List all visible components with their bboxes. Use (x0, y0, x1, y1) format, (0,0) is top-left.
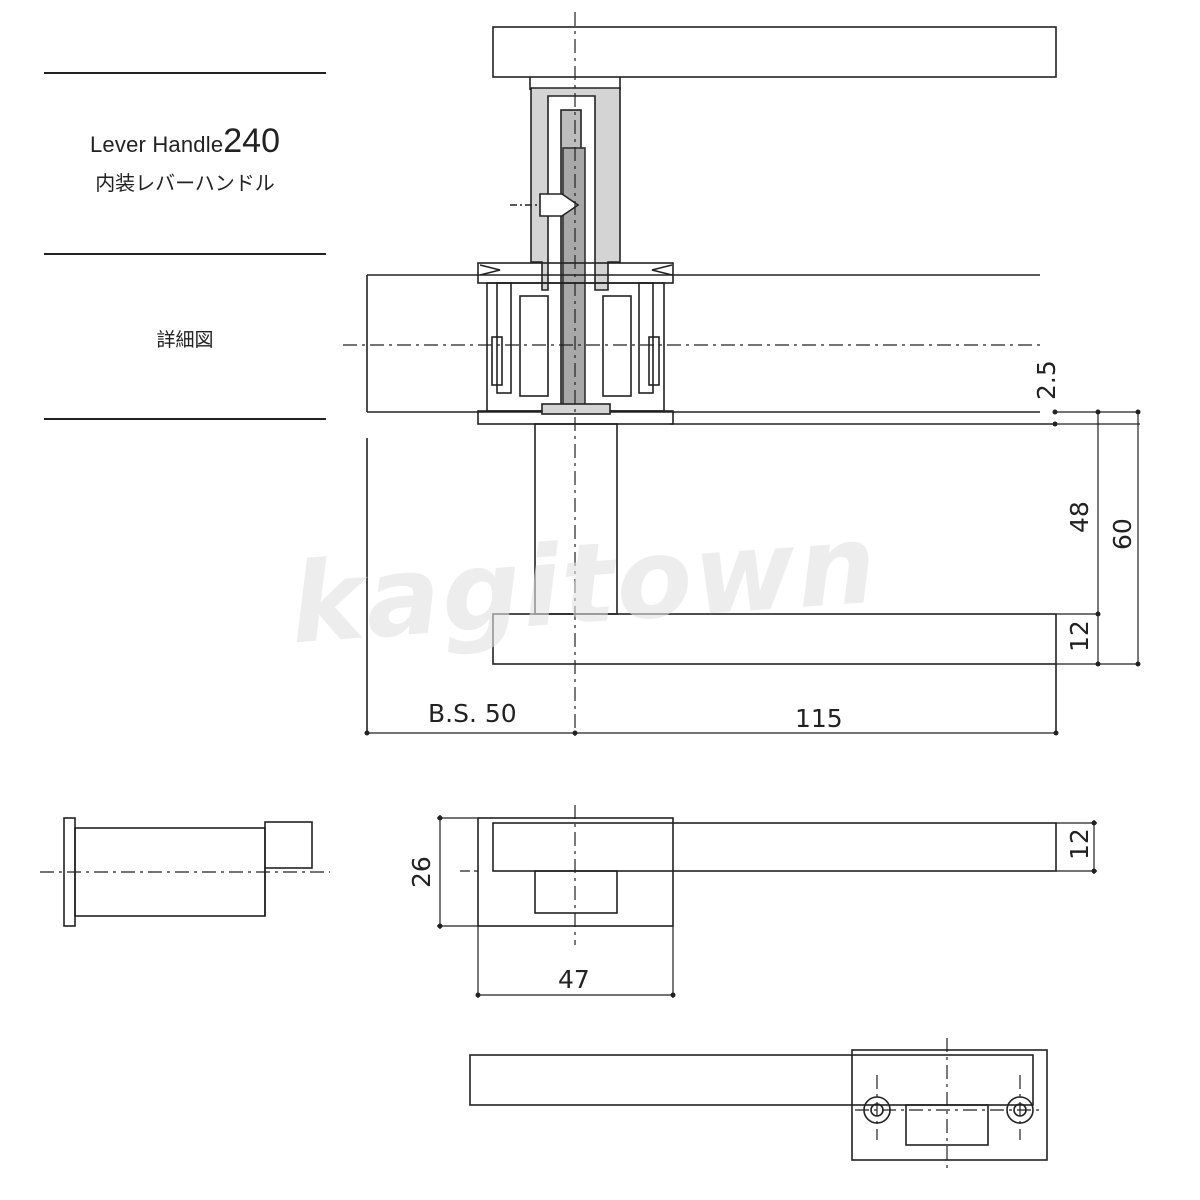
product-model: 240 (223, 122, 280, 160)
title-rule-bottom (44, 418, 326, 420)
dimension-dots (364, 409, 1141, 736)
section-label: 詳細図 (156, 329, 214, 351)
front-view (437, 805, 1097, 998)
dimension-12-front: 12 (1065, 828, 1094, 860)
product-jp-name: 内装レバーハンドル (95, 171, 275, 195)
top-lever-handle (492, 26, 1057, 90)
door-panel (366, 274, 1055, 425)
dimension-backset: B.S. 50 (428, 699, 517, 728)
dimension-115: 115 (795, 704, 843, 733)
bottom-view (469, 1038, 1048, 1170)
dimension-48: 48 (1065, 501, 1094, 533)
front-dimension-dots (437, 815, 1097, 998)
dimension-47: 47 (558, 965, 590, 994)
center-lines (343, 12, 1040, 740)
title-rule-middle (44, 253, 326, 255)
dimension-12-top: 12 (1065, 620, 1094, 652)
bottom-lever-handle (366, 423, 1057, 735)
dimension-26: 26 (407, 856, 436, 888)
product-title: Lever Handle240 (44, 122, 326, 161)
dimension-lines (365, 410, 1140, 734)
dimension-2-5: 2.5 (1032, 360, 1061, 400)
title-rule-top (44, 72, 326, 74)
handle-neck-section (510, 87, 621, 411)
product-name: Lever Handle (90, 132, 224, 157)
title-block: Lever Handle240 内装レバーハンドル (44, 122, 326, 196)
side-view (40, 817, 330, 927)
dimension-60: 60 (1108, 518, 1137, 550)
